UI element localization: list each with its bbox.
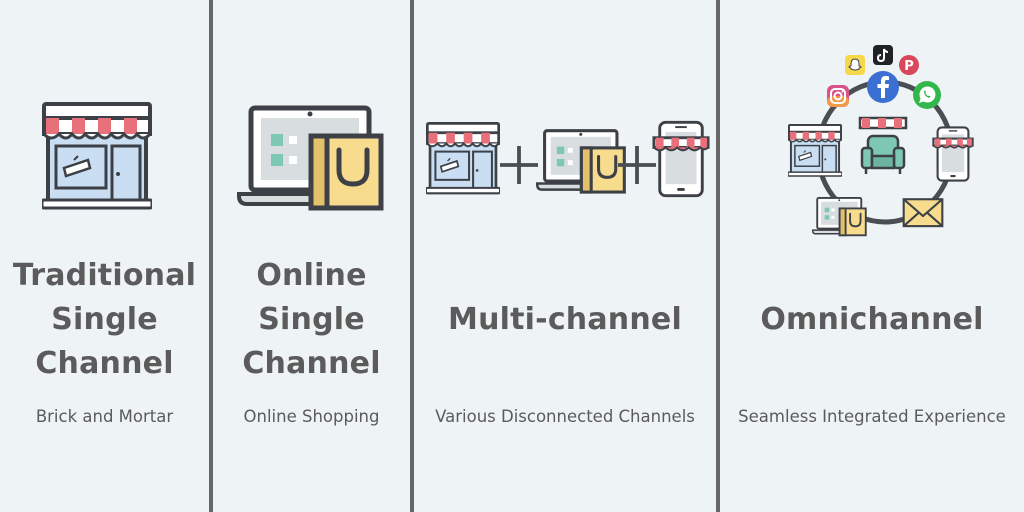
pinterest-icon: P [898, 54, 920, 76]
panel-title: Omnichannel [720, 298, 1024, 342]
title-line: Channel [35, 346, 174, 381]
facebook-icon [866, 70, 900, 104]
storefront-icon [426, 122, 500, 196]
laptop-shopping-bag-icon [812, 196, 868, 238]
tiktok-icon [872, 44, 894, 66]
laptop-shopping-bag-icon [237, 104, 387, 214]
panel-subtitle: Brick and Mortar [35, 407, 174, 426]
panel-multichannel: Multi-channel Various Disconnected Chann… [414, 0, 716, 512]
customer-armchair-icon [858, 116, 908, 176]
whatsapp-icon [912, 80, 942, 110]
storefront-icon [42, 102, 152, 212]
title-line: Omnichannel [760, 302, 984, 337]
title-line: Channel [242, 346, 381, 381]
svg-text:P: P [904, 59, 914, 74]
snapchat-icon [844, 54, 866, 76]
title-line: Single [51, 302, 158, 337]
divider-2 [410, 0, 414, 512]
title-line: Multi-channel [448, 302, 682, 337]
panel-title: Online Single Channel [213, 254, 410, 386]
divider-3 [716, 0, 720, 512]
plus-icon [500, 146, 538, 184]
storefront-icon [788, 124, 842, 178]
panel-subtitle: Various Disconnected Channels [435, 407, 695, 426]
panel-title: Multi-channel [414, 298, 716, 342]
panel-subtitle: Seamless Integrated Experience [738, 407, 1006, 426]
plus-icon [618, 146, 656, 184]
email-icon [902, 194, 944, 228]
title-line: Online [256, 258, 367, 293]
title-line: Single [258, 302, 365, 337]
panel-title: Traditional Single Channel [0, 254, 213, 386]
panel-omnichannel: P [720, 0, 1024, 512]
mobile-store-icon [932, 126, 974, 182]
mobile-store-icon [652, 120, 710, 198]
title-line: Traditional [12, 258, 197, 293]
panel-subtitle: Online Shopping [243, 407, 380, 426]
panel-online: Online Single Channel Online Shopping [213, 0, 410, 512]
panel-traditional: Traditional Single Channel Brick and Mor… [0, 0, 209, 512]
divider-1 [209, 0, 213, 512]
instagram-icon [826, 84, 850, 108]
laptop-shopping-bag-icon [536, 128, 628, 196]
